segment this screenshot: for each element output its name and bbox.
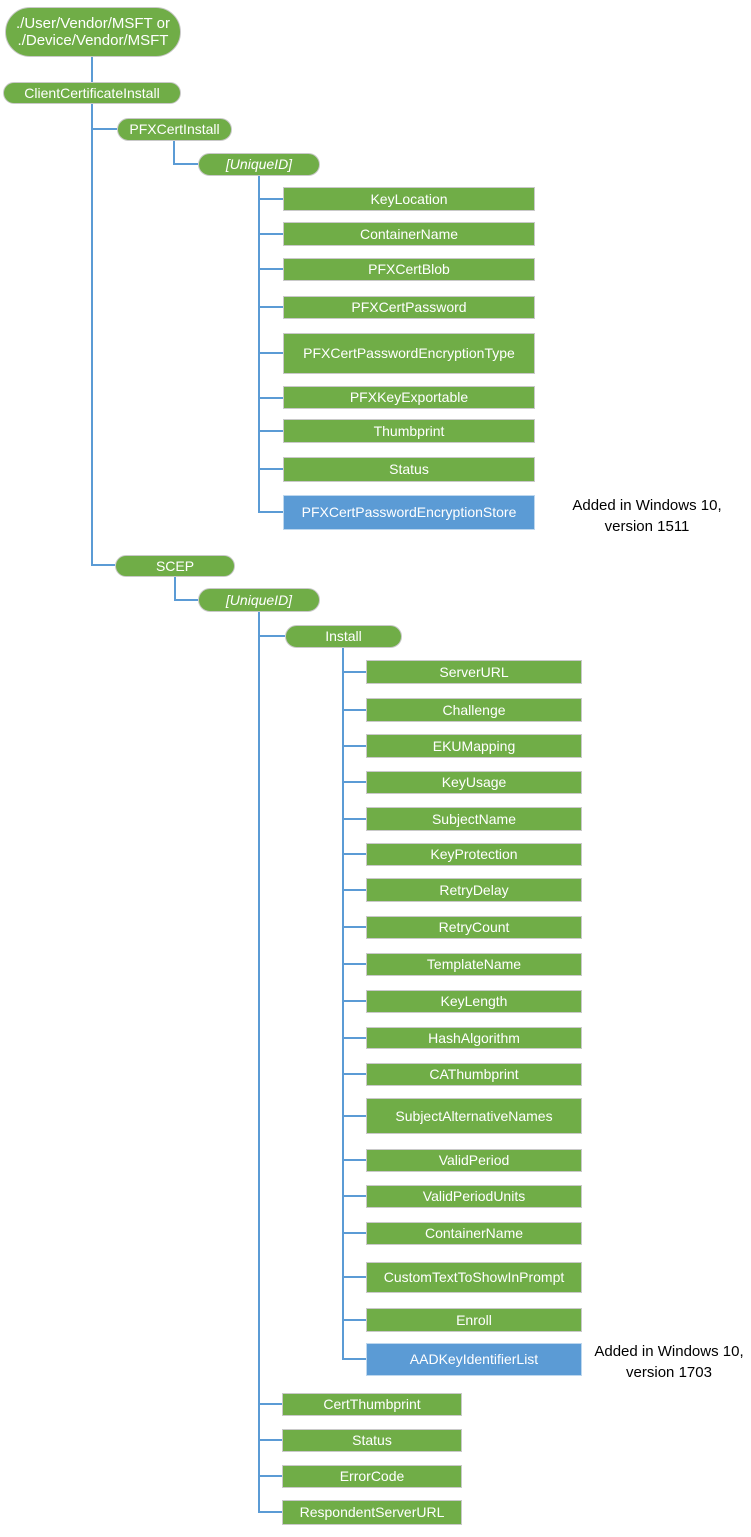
connector-horizontal <box>342 1037 366 1039</box>
node-scep-uniqueid: [UniqueID] <box>198 588 320 612</box>
node-root-path: ./User/Vendor/MSFT or ./Device/Vendor/MS… <box>5 7 181 57</box>
node-pfxcertinstall: PFXCertInstall <box>117 118 232 141</box>
node-validperiodunits: ValidPeriodUnits <box>366 1185 582 1208</box>
node-respondentserverurl: RespondentServerURL <box>282 1500 462 1525</box>
node-pfxcertblob: PFXCertBlob <box>283 258 535 281</box>
node-install: Install <box>285 625 402 648</box>
annotation-version-1511: Added in Windows 10, version 1511 <box>541 495 751 537</box>
connector-vertical <box>91 57 93 82</box>
connector-horizontal <box>342 926 366 928</box>
node-thumbprint: Thumbprint <box>283 419 535 443</box>
node-errorcode: ErrorCode <box>282 1465 462 1488</box>
annotation-line: version 1703 <box>626 1364 712 1381</box>
connector-horizontal <box>258 397 283 399</box>
node-pfxkeyexportable: PFXKeyExportable <box>283 386 535 409</box>
connector-horizontal <box>258 468 283 470</box>
connector-horizontal <box>342 1000 366 1002</box>
connector-horizontal <box>258 1439 282 1441</box>
node-enroll: Enroll <box>366 1308 582 1332</box>
node-hashalgorithm: HashAlgorithm <box>366 1027 582 1049</box>
connector-horizontal <box>342 745 366 747</box>
connector-horizontal <box>258 511 283 513</box>
connector-horizontal <box>342 818 366 820</box>
node-retrycount: RetryCount <box>366 916 582 939</box>
connector-vertical <box>342 648 344 1360</box>
connector-vertical <box>91 104 93 566</box>
connector-horizontal <box>342 1358 366 1360</box>
node-pfxcertpassword: PFXCertPassword <box>283 296 535 319</box>
node-challenge: Challenge <box>366 698 582 722</box>
node-keylength: KeyLength <box>366 990 582 1013</box>
root-path-line1: ./User/Vendor/MSFT or <box>16 14 170 32</box>
connector-horizontal <box>342 671 366 673</box>
connector-horizontal <box>342 1115 366 1117</box>
connector-horizontal <box>258 1403 282 1405</box>
node-containername-scep: ContainerName <box>366 1222 582 1245</box>
connector-vertical <box>174 577 176 601</box>
node-validperiod: ValidPeriod <box>366 1149 582 1172</box>
connector-horizontal <box>174 599 198 601</box>
connector-horizontal <box>258 1511 282 1513</box>
connector-horizontal <box>342 781 366 783</box>
connector-horizontal <box>342 1232 366 1234</box>
connector-vertical <box>258 612 260 1513</box>
connector-horizontal <box>342 1195 366 1197</box>
node-serverurl: ServerURL <box>366 660 582 684</box>
node-keyprotection: KeyProtection <box>366 843 582 866</box>
connector-horizontal <box>258 198 283 200</box>
node-cathumbprint: CAThumbprint <box>366 1063 582 1086</box>
node-subjectname: SubjectName <box>366 807 582 831</box>
node-retrydelay: RetryDelay <box>366 878 582 902</box>
connector-horizontal <box>173 163 198 165</box>
connector-horizontal <box>342 853 366 855</box>
node-certthumbprint: CertThumbprint <box>282 1393 462 1416</box>
connector-horizontal <box>342 1276 366 1278</box>
connector-horizontal <box>342 1319 366 1321</box>
node-pfxcertpasswordencryptionstore: PFXCertPasswordEncryptionStore <box>283 495 535 530</box>
node-status-scep: Status <box>282 1429 462 1452</box>
node-keylocation: KeyLocation <box>283 187 535 211</box>
node-pfxcertpasswordencryptiontype: PFXCertPasswordEncryptionType <box>283 333 535 374</box>
connector-horizontal <box>342 1159 366 1161</box>
node-templatename: TemplateName <box>366 953 582 976</box>
node-aadkeyidentifierlist: AADKeyIdentifierList <box>366 1343 582 1376</box>
node-containername-pfx: ContainerName <box>283 222 535 246</box>
node-scep: SCEP <box>115 555 235 577</box>
root-path-line2: ./Device/Vendor/MSFT <box>17 32 169 49</box>
annotation-line: version 1511 <box>604 518 690 535</box>
connector-horizontal <box>342 1073 366 1075</box>
connector-horizontal <box>258 352 283 354</box>
connector-horizontal <box>258 233 283 235</box>
connector-horizontal <box>91 564 115 566</box>
annotation-version-1703: Added in Windows 10, version 1703 <box>586 1341 751 1383</box>
node-pfx-uniqueid: [UniqueID] <box>198 153 320 176</box>
connector-horizontal <box>258 268 283 270</box>
connector-vertical <box>173 141 175 165</box>
connector-horizontal <box>258 306 283 308</box>
connector-vertical <box>258 176 260 513</box>
node-subjectalternativenames: SubjectAlternativeNames <box>366 1098 582 1134</box>
connector-horizontal <box>342 709 366 711</box>
connector-horizontal <box>91 128 117 130</box>
node-ekumapping: EKUMapping <box>366 734 582 758</box>
connector-horizontal <box>342 963 366 965</box>
annotation-line: Added in Windows 10, <box>572 497 722 514</box>
connector-horizontal <box>342 889 366 891</box>
node-keyusage: KeyUsage <box>366 771 582 794</box>
connector-horizontal <box>258 635 285 637</box>
connector-horizontal <box>258 430 283 432</box>
node-clientcertificateinstall: ClientCertificateInstall <box>3 82 181 104</box>
node-customtexttoshowinprompt: CustomTextToShowInPrompt <box>366 1262 582 1293</box>
connector-horizontal <box>258 1475 282 1477</box>
annotation-line: Added in Windows 10, <box>594 1343 744 1360</box>
node-status-pfx: Status <box>283 457 535 482</box>
